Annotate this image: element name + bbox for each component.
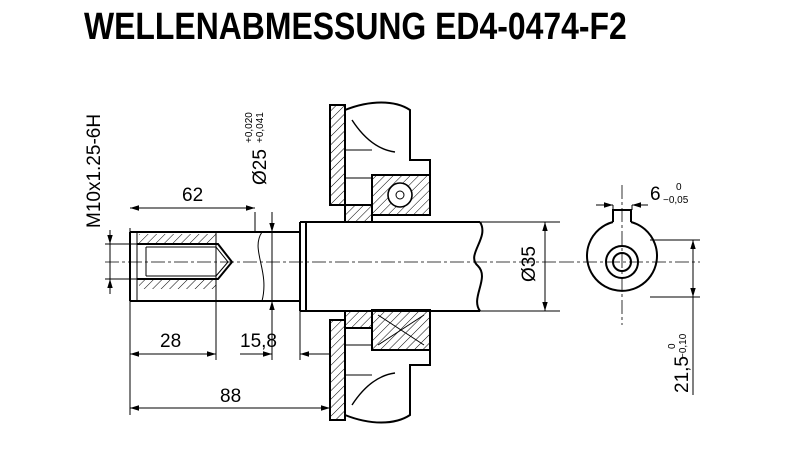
- dim-key-width-tol-lower: −0,05: [663, 195, 689, 206]
- dim-key-height-tol-upper: 0: [667, 343, 678, 349]
- dim-d25: Ø25: [250, 149, 271, 185]
- dim-d25-tol-upper: +0,020: [244, 112, 255, 143]
- dim-d25-tol-lower: +0,041: [255, 112, 266, 143]
- crankcase-section: [329, 101, 431, 424]
- dim-key-height-tol-lower: −0,10: [678, 333, 689, 359]
- dim-key-width: 6: [650, 184, 661, 205]
- dim-15-8: 15,8: [240, 331, 277, 352]
- shaft: [105, 221, 560, 312]
- dim-thread-m10: M10x1.25-6H: [84, 114, 105, 228]
- keyway-end-view: [560, 185, 700, 325]
- dimension-lines: [105, 202, 700, 415]
- dim-88: 88: [220, 386, 241, 407]
- dim-62: 62: [182, 185, 203, 206]
- dim-key-height: 21,5: [672, 356, 693, 393]
- dim-28: 28: [160, 331, 181, 352]
- dim-d35: Ø35: [519, 246, 540, 282]
- dim-key-width-tol-upper: 0: [676, 182, 682, 193]
- drawing-title: WELLENABMESSUNG ED4-0474-F2: [84, 6, 627, 48]
